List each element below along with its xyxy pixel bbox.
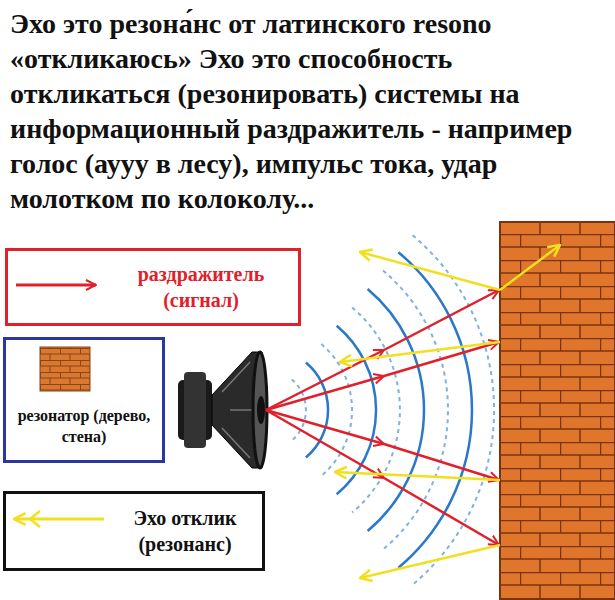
echo-legend-box: Эхо отклик (резонанс) bbox=[3, 491, 265, 571]
node-label: раздражитель (сигнал) bbox=[112, 261, 290, 313]
wave-arc bbox=[383, 271, 448, 550]
wave-arc bbox=[398, 252, 472, 568]
title: Эхо это резона́нс от латинского resono «… bbox=[10, 6, 608, 216]
signal-legend-box: раздражитель (сигнал) bbox=[5, 248, 301, 326]
resonator-legend-box: резонатор (дерево, стена) bbox=[3, 337, 165, 463]
sound-waves bbox=[292, 235, 494, 584]
brick-icon bbox=[40, 347, 90, 391]
signal-arrow-icon bbox=[16, 285, 96, 286]
wave-arc bbox=[413, 235, 494, 584]
echo-rays bbox=[335, 245, 560, 578]
signal-rays bbox=[266, 290, 499, 545]
loudspeaker bbox=[178, 352, 267, 468]
brick-wall bbox=[500, 222, 615, 600]
wave-arc bbox=[368, 289, 424, 531]
node-label: Эхо отклик (резонанс) bbox=[116, 505, 254, 557]
echo-arrow-icon bbox=[14, 511, 104, 527]
node-label: резонатор (дерево, стена) bbox=[14, 406, 154, 448]
